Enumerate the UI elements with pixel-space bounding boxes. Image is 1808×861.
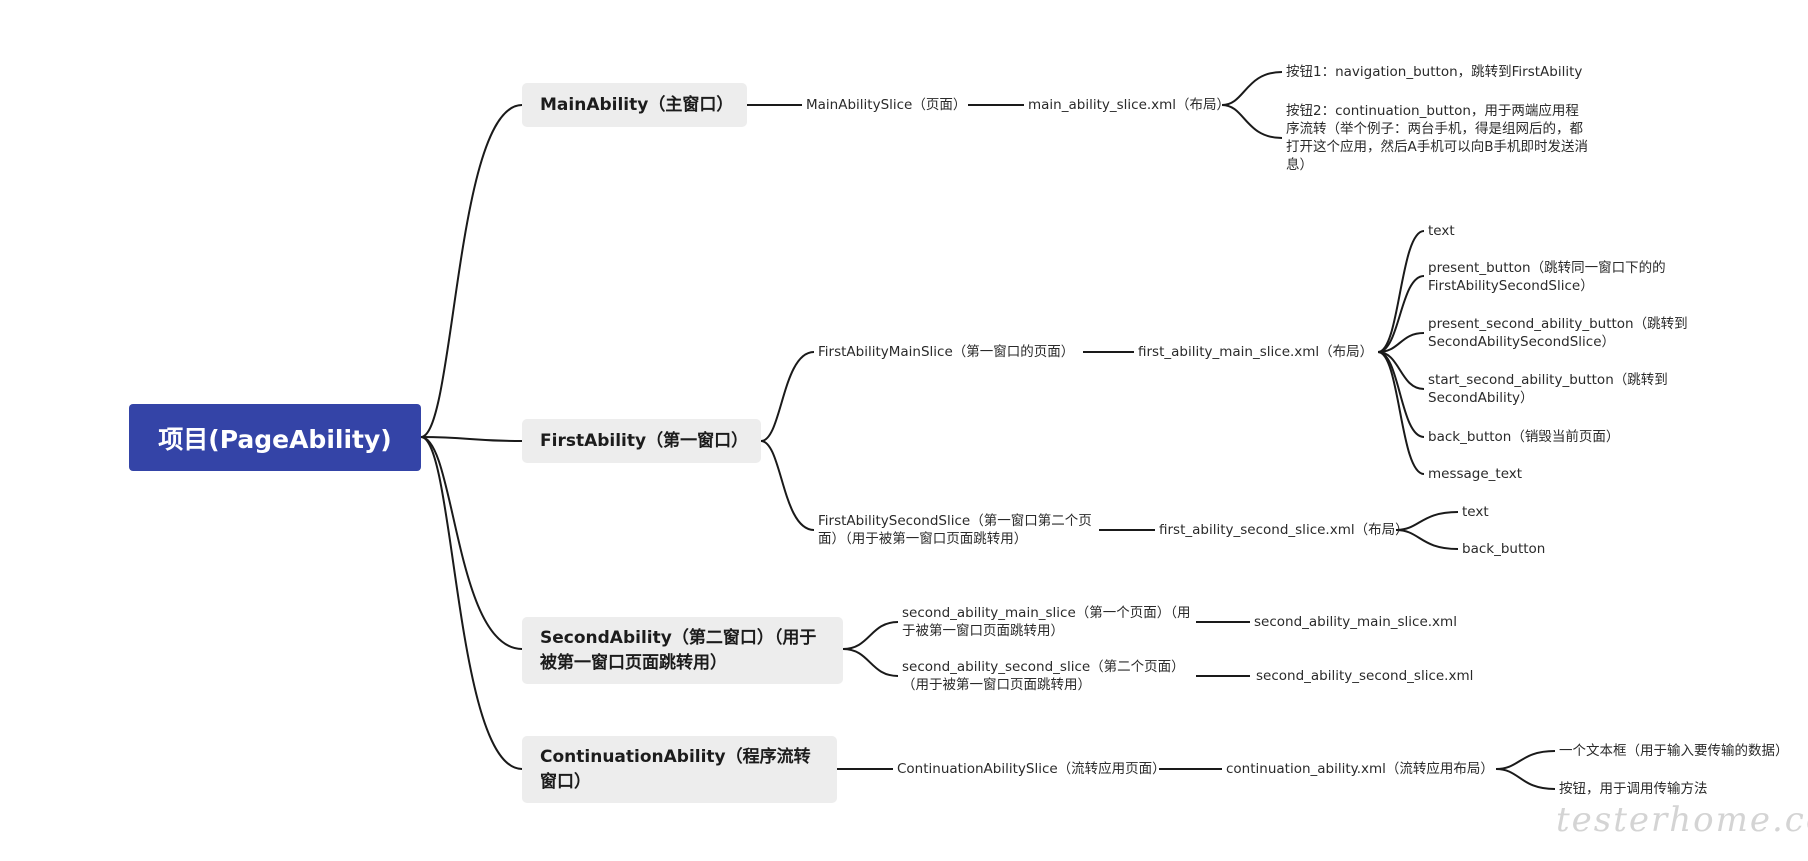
edge-second-secondslice (842, 648, 899, 677)
first-main-item-present-second-ability-button[interactable]: present_second_ability_button（跳转到SecondA… (1428, 316, 1688, 350)
first-second-item-back-button[interactable]: back_button (1462, 541, 1546, 557)
edge-first-secondslice (760, 440, 815, 531)
main-ability-button1-node[interactable]: 按钮1：navigation_button，跳转到FirstAbility (1286, 64, 1583, 80)
second-ability-second-slice-node[interactable]: second_ability_second_slice（第二个页面）（用于被第一… (902, 659, 1185, 693)
root-node[interactable]: 项目(PageAbility) (129, 404, 421, 471)
first-ability-main-slice-node[interactable]: FirstAbilityMainSlice（第一窗口的页面） (818, 344, 1075, 360)
first-main-item-text[interactable]: text (1428, 223, 1455, 239)
first-main-item-back-button[interactable]: back_button（销毁当前页面） (1428, 429, 1620, 445)
branch-continuation-ability[interactable]: ContinuationAbility（程序流转窗口） (522, 736, 837, 803)
watermark-logo: testerhome.com (1556, 800, 1808, 840)
branch-second-ability[interactable]: SecondAbility（第二窗口）（用于被第一窗口页面跳转用） (522, 617, 843, 684)
edge-root-continuation (420, 436, 523, 770)
edge-second-mainslice (842, 621, 899, 650)
edge-root-second (420, 436, 523, 650)
first-main-item-start-second-ability-button[interactable]: start_second_ability_button（跳转到SecondAbi… (1428, 372, 1668, 406)
continuation-item-textbox[interactable]: 一个文本框（用于输入要传输的数据） (1559, 743, 1789, 759)
first-ability-main-layout-node[interactable]: first_ability_main_slice.xml（布局） (1138, 344, 1374, 360)
continuation-item-button[interactable]: 按钮，用于调用传输方法 (1559, 781, 1708, 797)
first-main-item-present-button[interactable]: present_button（跳转同一窗口下的的FirstAbilitySeco… (1428, 260, 1666, 294)
edge-main-layout-items (1221, 71, 1283, 106)
branch-first-ability[interactable]: FirstAbility（第一窗口） (522, 419, 761, 463)
first-ability-second-layout-node[interactable]: first_ability_second_slice.xml（布局） (1159, 522, 1409, 538)
second-ability-main-layout-node[interactable]: second_ability_main_slice.xml (1254, 614, 1457, 630)
edge-root-main (420, 104, 523, 438)
second-ability-main-slice-node[interactable]: second_ability_main_slice（第一个页面）（用于被第一窗口… (902, 605, 1191, 639)
main-ability-layout-node[interactable]: main_ability_slice.xml（布局） (1028, 97, 1231, 113)
edge-root-first (420, 436, 523, 442)
continuation-slice-node[interactable]: ContinuationAbilitySlice（流转应用页面） (897, 761, 1166, 777)
second-ability-second-layout-node[interactable]: second_ability_second_slice.xml (1256, 668, 1474, 684)
main-ability-button2-node[interactable]: 按钮2：continuation_button，用于两端应用程序流转（举个例子：… (1286, 103, 1588, 173)
edge-first-mainslice (760, 351, 815, 442)
first-second-item-text[interactable]: text (1462, 504, 1489, 520)
branch-main-ability[interactable]: MainAbility（主窗口） (522, 83, 747, 127)
first-ability-second-slice-node[interactable]: FirstAbilitySecondSlice（第一窗口第二个页面）（用于被第一… (818, 513, 1092, 547)
main-ability-slice-node[interactable]: MainAbilitySlice（页面） (806, 97, 967, 113)
continuation-layout-node[interactable]: continuation_ability.xml（流转应用布局） (1226, 761, 1494, 777)
first-main-item-message-text[interactable]: message_text (1428, 466, 1523, 482)
